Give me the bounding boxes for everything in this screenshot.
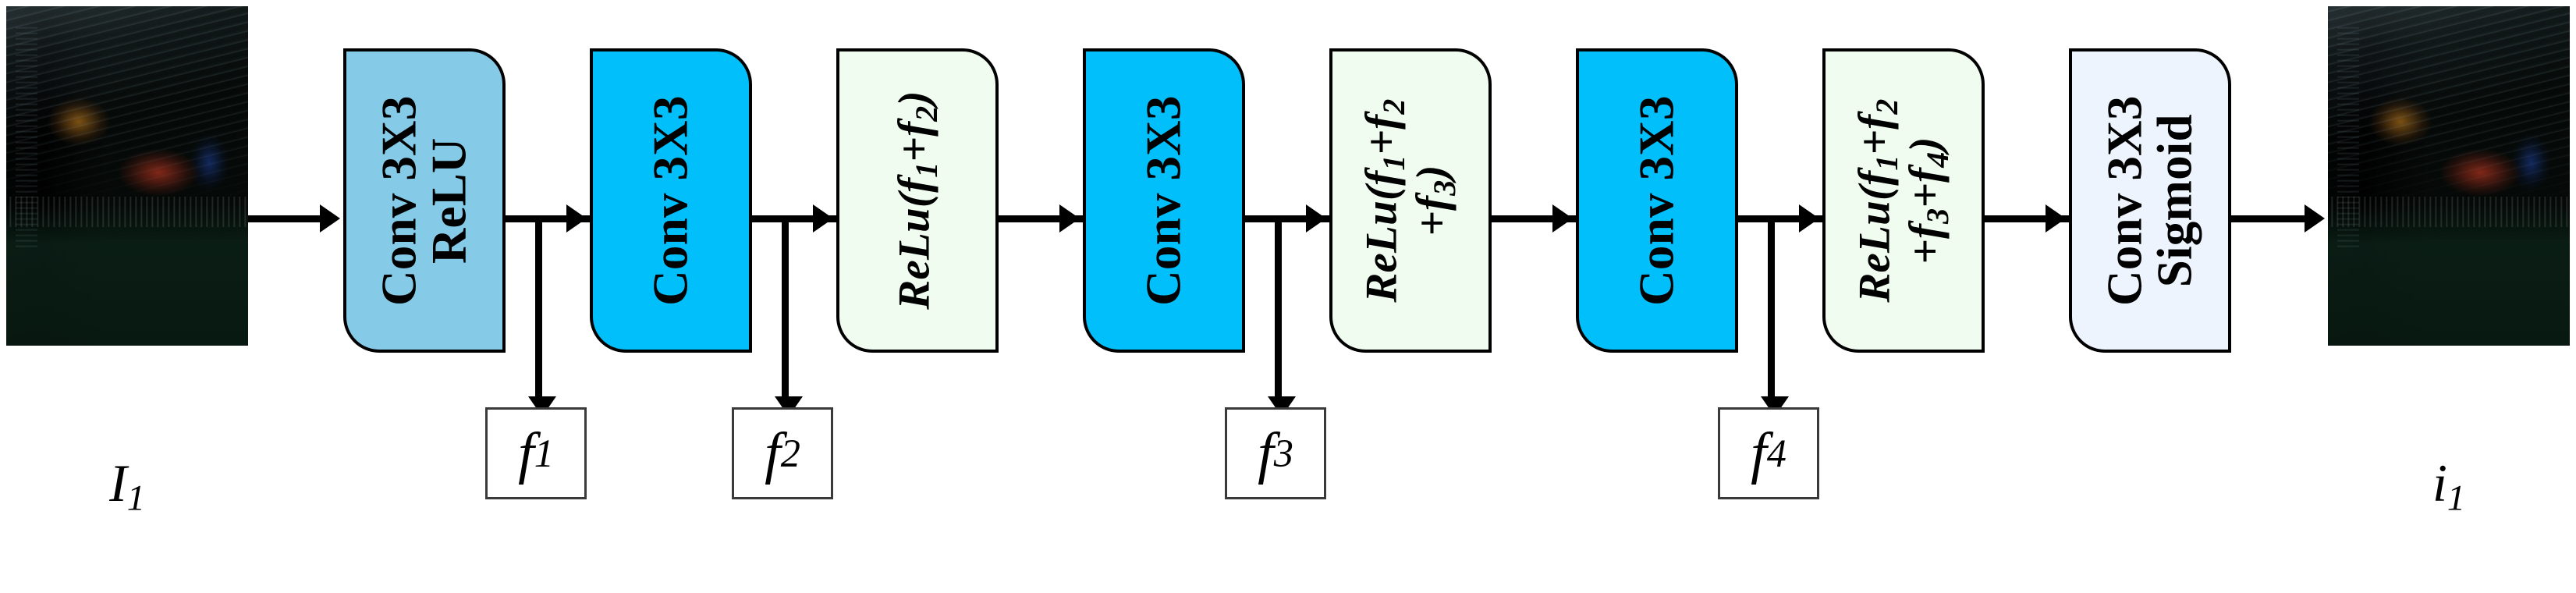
arrowhead-conv1-conv2 <box>566 204 587 233</box>
relu1-sub2: 2 <box>908 106 944 123</box>
connector-conv2-f2 <box>782 215 789 404</box>
output-thumbnail <box>2328 6 2570 346</box>
block-relu2-line1: ReLu(f1+f2 <box>1357 98 1412 303</box>
block-conv2-label: Conv 3X3 <box>643 95 698 306</box>
connector-conv2-relu1 <box>752 215 836 222</box>
connector-conv3-relu2 <box>1245 215 1329 222</box>
block-relu1-label: ReLu(f1+f2) <box>889 91 944 311</box>
feature-box-f3-subscript: 3 <box>1273 431 1293 475</box>
input-caption-symbol: I <box>109 453 127 513</box>
relu2-head: ReLu(f <box>1357 170 1407 303</box>
connector-conv5-output <box>2231 215 2311 222</box>
relu2-l2-sub: 3 <box>1427 179 1463 196</box>
block-conv2-line1: Conv 3X3 <box>643 95 698 306</box>
arrowhead-relu3-conv5 <box>2046 204 2066 233</box>
arrowhead-conv5-output <box>2305 204 2325 233</box>
input-thumbnail-beams <box>6 6 248 346</box>
relu1-sub1: 1 <box>908 162 944 179</box>
relu2-sub1: 1 <box>1376 154 1412 171</box>
relu3-l2-sub1: 3 <box>1920 208 1956 224</box>
connector-conv1-f1 <box>535 215 542 404</box>
arrowhead-conv2-relu1 <box>813 204 833 233</box>
connector-conv4-f4 <box>1768 215 1775 404</box>
block-conv5-line1: Conv 3X3 <box>2097 95 2152 306</box>
input-thumbnail-scene <box>6 6 248 346</box>
relu2-sub2: 2 <box>1376 98 1412 115</box>
block-conv2[interactable]: Conv 3X3 <box>590 48 752 353</box>
block-conv3-label: Conv 3X3 <box>1136 95 1191 306</box>
block-relu1[interactable]: ReLu(f1+f2) <box>836 48 999 353</box>
block-conv4-label: Conv 3X3 <box>1629 95 1684 306</box>
input-thumbnail-rails <box>6 196 248 227</box>
block-conv4-line1: Conv 3X3 <box>1629 95 1684 306</box>
connector-conv3-f3 <box>1275 215 1282 404</box>
input-caption-subscript: 1 <box>126 478 145 519</box>
output-thumbnail-rails <box>2328 196 2570 227</box>
input-thumbnail-struts <box>16 27 38 251</box>
input-thumbnail <box>6 6 248 346</box>
block-relu1-line1: ReLu(f1+f2) <box>889 91 944 311</box>
block-conv3-line1: Conv 3X3 <box>1136 95 1191 306</box>
block-relu3-line2: +f3+f4) <box>1901 98 1956 302</box>
connector-input-conv1 <box>248 215 323 222</box>
block-relu2-label: ReLu(f1+f2 +f3) <box>1357 98 1463 303</box>
arrowhead-relu2-conv4 <box>1552 204 1573 233</box>
feature-box-f1-subscript: 1 <box>534 431 554 475</box>
feature-box-f2-label: f <box>765 421 781 485</box>
output-thumbnail-scene <box>2328 6 2570 346</box>
block-conv3[interactable]: Conv 3X3 <box>1083 48 1245 353</box>
relu1-mid: +f <box>889 122 939 163</box>
connector-conv1-conv2 <box>506 215 590 222</box>
block-relu3-line1: ReLu(f1+f2 <box>1850 98 1905 303</box>
block-relu3[interactable]: ReLu(f1+f2 +f3+f4) <box>1822 48 1985 353</box>
connector-relu3-conv5 <box>1985 215 2069 222</box>
connector-relu2-conv4 <box>1492 215 1576 222</box>
feature-box-f4-label: f <box>1751 421 1767 485</box>
arrowhead-conv4-relu3 <box>1799 204 1819 233</box>
block-conv1-line2: ReLU <box>422 137 477 264</box>
arrowhead-conv3-relu2 <box>1306 204 1326 233</box>
relu3-sub2: 2 <box>1869 98 1905 115</box>
relu3-l2-head: +f <box>1901 223 1950 265</box>
block-conv4[interactable]: Conv 3X3 <box>1576 48 1738 353</box>
output-thumbnail-struts <box>2337 27 2360 251</box>
block-conv5-line2: Sigmoid <box>2148 114 2203 287</box>
block-conv1[interactable]: Conv 3X3 ReLU <box>343 48 506 353</box>
output-caption-symbol: i <box>2432 453 2447 513</box>
output-thumbnail-beams <box>2328 6 2570 346</box>
block-conv1-line1: Conv 3X3 <box>371 95 427 306</box>
relu3-head: ReLu(f <box>1850 170 1900 303</box>
block-relu2[interactable]: ReLu(f1+f2 +f3) <box>1329 48 1492 353</box>
relu3-l2-mid: +f <box>1901 167 1950 208</box>
relu1-tail: ) <box>889 91 939 106</box>
relu3-sub1: 1 <box>1869 154 1905 171</box>
feature-box-f1-label: f <box>518 421 534 485</box>
relu2-l2-head: +f <box>1408 195 1457 236</box>
block-conv5-label: Conv 3X3 Sigmoid <box>2097 95 2203 306</box>
relu3-l2-sub2: 4 <box>1920 151 1956 168</box>
block-relu2-line2: +f3) <box>1408 98 1463 302</box>
relu3-mid: +f <box>1850 114 1900 155</box>
block-conv1-label: Conv 3X3 ReLU <box>371 95 477 306</box>
connector-conv4-relu3 <box>1738 215 1822 222</box>
output-caption-subscript: 1 <box>2446 478 2466 519</box>
output-caption: i1 <box>2328 453 2570 520</box>
relu2-mid: +f <box>1357 114 1407 155</box>
relu1-head: ReLu(f <box>889 178 939 311</box>
arrowhead-relu1-conv3 <box>1059 204 1080 233</box>
feature-box-f2-subscript: 2 <box>780 431 800 475</box>
relu2-l2-tail: ) <box>1408 165 1457 180</box>
input-caption: I1 <box>6 453 248 520</box>
arrowhead-input-conv1 <box>320 204 340 233</box>
feature-box-f4-subscript: 4 <box>1766 431 1787 475</box>
block-relu3-label: ReLu(f1+f2 +f3+f4) <box>1850 98 1956 303</box>
feature-box-f3-label: f <box>1258 421 1274 485</box>
block-conv5[interactable]: Conv 3X3 Sigmoid <box>2069 48 2231 353</box>
relu3-l2-tail: ) <box>1901 137 1950 152</box>
connector-relu1-conv3 <box>999 215 1083 222</box>
